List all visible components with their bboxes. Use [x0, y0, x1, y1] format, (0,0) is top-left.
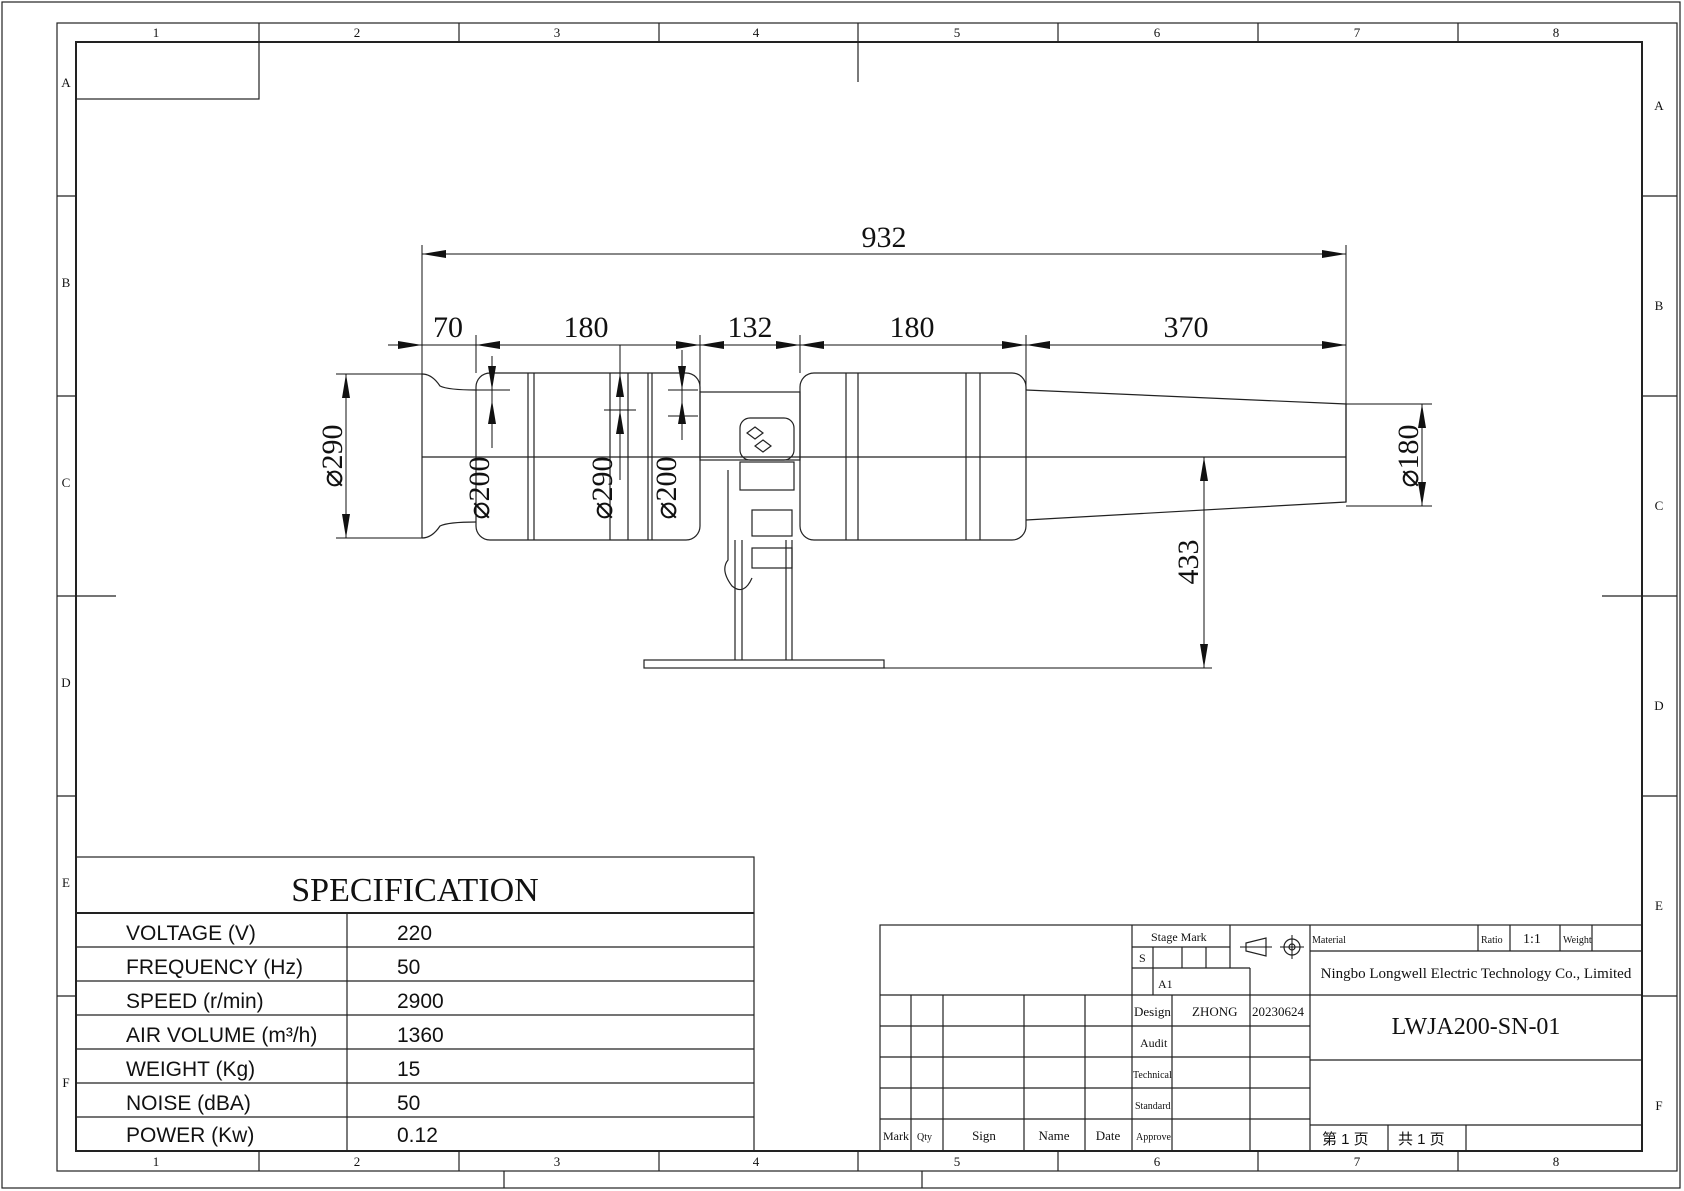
drawing-frame	[75, 41, 1643, 1152]
row-label-left-f: F	[62, 1075, 69, 1090]
stage-mark-label: Stage Mark	[1151, 930, 1207, 944]
row-label-right-f: F	[1655, 1098, 1662, 1113]
spec-value: 220	[397, 922, 432, 945]
col-label-bottom-5: 5	[954, 1154, 961, 1169]
qty-label: Qty	[917, 1132, 932, 1143]
design-label: Design	[1134, 1004, 1171, 1019]
dim-seg-5: 370	[1164, 311, 1209, 344]
col-label-top-1: 1	[153, 25, 160, 40]
dim-height: 433	[1172, 540, 1205, 585]
row-label-right-c: C	[1655, 498, 1664, 513]
inlet-bell	[421, 373, 477, 539]
stand-post	[734, 540, 793, 660]
mark-label: Mark	[883, 1129, 909, 1143]
spec-label: AIR VOLUME (m³/h)	[126, 1024, 317, 1047]
col-label-top-8: 8	[1553, 25, 1560, 40]
row-label-left-e: E	[62, 875, 70, 890]
col-label-top-7: 7	[1354, 25, 1361, 40]
spec-value: 50	[397, 956, 420, 979]
audit-label: Audit	[1140, 1036, 1168, 1050]
row-label-right-d: D	[1654, 698, 1663, 713]
spec-label: POWER (Kw)	[126, 1124, 254, 1147]
spec-label: WEIGHT (Kg)	[126, 1058, 255, 1081]
col-label-bottom-2: 2	[354, 1154, 361, 1169]
spec-title: SPECIFICATION	[291, 872, 538, 909]
spec-value: 50	[397, 1092, 420, 1115]
row-label-right-b: B	[1655, 298, 1664, 313]
projection-symbol-icon	[1240, 935, 1304, 959]
col-label-top-5: 5	[954, 25, 961, 40]
name-label: Name	[1038, 1128, 1069, 1143]
s-label: S	[1139, 951, 1146, 965]
row-label-left-d: D	[61, 675, 70, 690]
dim-dia-left-motor: ⌀290	[586, 456, 619, 519]
junction-housing	[699, 391, 801, 461]
col-label-bottom-4: 4	[753, 1154, 760, 1169]
col-label-top-2: 2	[354, 25, 361, 40]
col-label-bottom-7: 7	[1354, 1154, 1361, 1169]
dim-seg-3: 132	[728, 311, 773, 344]
row-label-right-a: A	[1654, 98, 1664, 113]
outlet-nozzle	[1025, 389, 1347, 521]
row-label-left-b: B	[62, 275, 71, 290]
col-label-top-3: 3	[554, 25, 561, 40]
column-dividers	[258, 23, 1459, 1188]
zone-labels: 1 2 3 4 5 6 7 8 1 2 3 4 5 6 7 8 A B C D …	[61, 25, 1664, 1169]
spec-label: VOLTAGE (V)	[126, 922, 256, 945]
stand-base	[643, 659, 885, 669]
spec-value: 0.12	[397, 1124, 438, 1147]
col-label-top-4: 4	[753, 25, 760, 40]
material-label: Material	[1312, 935, 1346, 946]
sheet-number: 第 1 页	[1322, 1130, 1369, 1148]
ratio-value: 1:1	[1523, 932, 1541, 947]
designer-name: ZHONG	[1192, 1004, 1238, 1019]
fan-drawing	[421, 372, 1347, 669]
spec-label: FREQUENCY (Hz)	[126, 956, 303, 979]
spec-label: NOISE (dBA)	[126, 1092, 251, 1115]
approve-label: Approve	[1136, 1132, 1172, 1143]
dim-seg-4: 180	[890, 311, 935, 344]
specification-table: SPECIFICATION VOLTAGE (V) 220 FREQUENCY …	[75, 856, 755, 1152]
dim-dia-outlet: ⌀180	[1392, 424, 1425, 487]
sign-label: Sign	[972, 1128, 996, 1143]
title-block: Stage Mark S A1 Material Ratio 1:1 Weigh…	[879, 924, 1643, 1152]
weight-label: Weight	[1563, 935, 1592, 946]
zone-frame	[56, 22, 1678, 1172]
dim-dia-left-inner: ⌀200	[463, 456, 496, 519]
spec-label: SPEED (r/min)	[126, 990, 264, 1013]
dim-dia-left-mid: ⌀200	[650, 456, 683, 519]
dimensions: 932 70 180 132 180 370 ⌀290 ⌀200	[316, 221, 1432, 669]
dim-dia-inlet: ⌀290	[316, 424, 349, 487]
spec-value: 15	[397, 1058, 420, 1081]
row-label-left-a: A	[61, 75, 71, 90]
col-label-bottom-8: 8	[1553, 1154, 1560, 1169]
row-dividers	[57, 195, 1677, 997]
col-label-top-6: 6	[1154, 25, 1161, 40]
corner-box	[75, 41, 260, 100]
sheet-total: 共 1 页	[1398, 1131, 1445, 1148]
standard-label: Standard	[1135, 1101, 1171, 1112]
col-label-bottom-6: 6	[1154, 1154, 1161, 1169]
row-label-left-c: C	[62, 475, 71, 490]
row-label-right-e: E	[1655, 898, 1663, 913]
spec-value: 1360	[397, 1024, 444, 1047]
col-label-bottom-1: 1	[153, 1154, 160, 1169]
drawing-number: LWJA200-SN-01	[1392, 1014, 1561, 1040]
dim-seg-2: 180	[564, 311, 609, 344]
dim-seg-1: 70	[433, 311, 463, 344]
col-label-bottom-3: 3	[554, 1154, 561, 1169]
spec-value: 2900	[397, 990, 444, 1013]
dim-overall: 932	[862, 221, 907, 254]
company-name: Ningbo Longwell Electric Technology Co.,…	[1321, 966, 1632, 982]
date-label: Date	[1096, 1128, 1121, 1143]
a1-label: A1	[1158, 977, 1173, 991]
technical-label: Technical	[1133, 1070, 1172, 1081]
ratio-label: Ratio	[1481, 935, 1503, 946]
design-date: 20230624	[1252, 1004, 1305, 1019]
